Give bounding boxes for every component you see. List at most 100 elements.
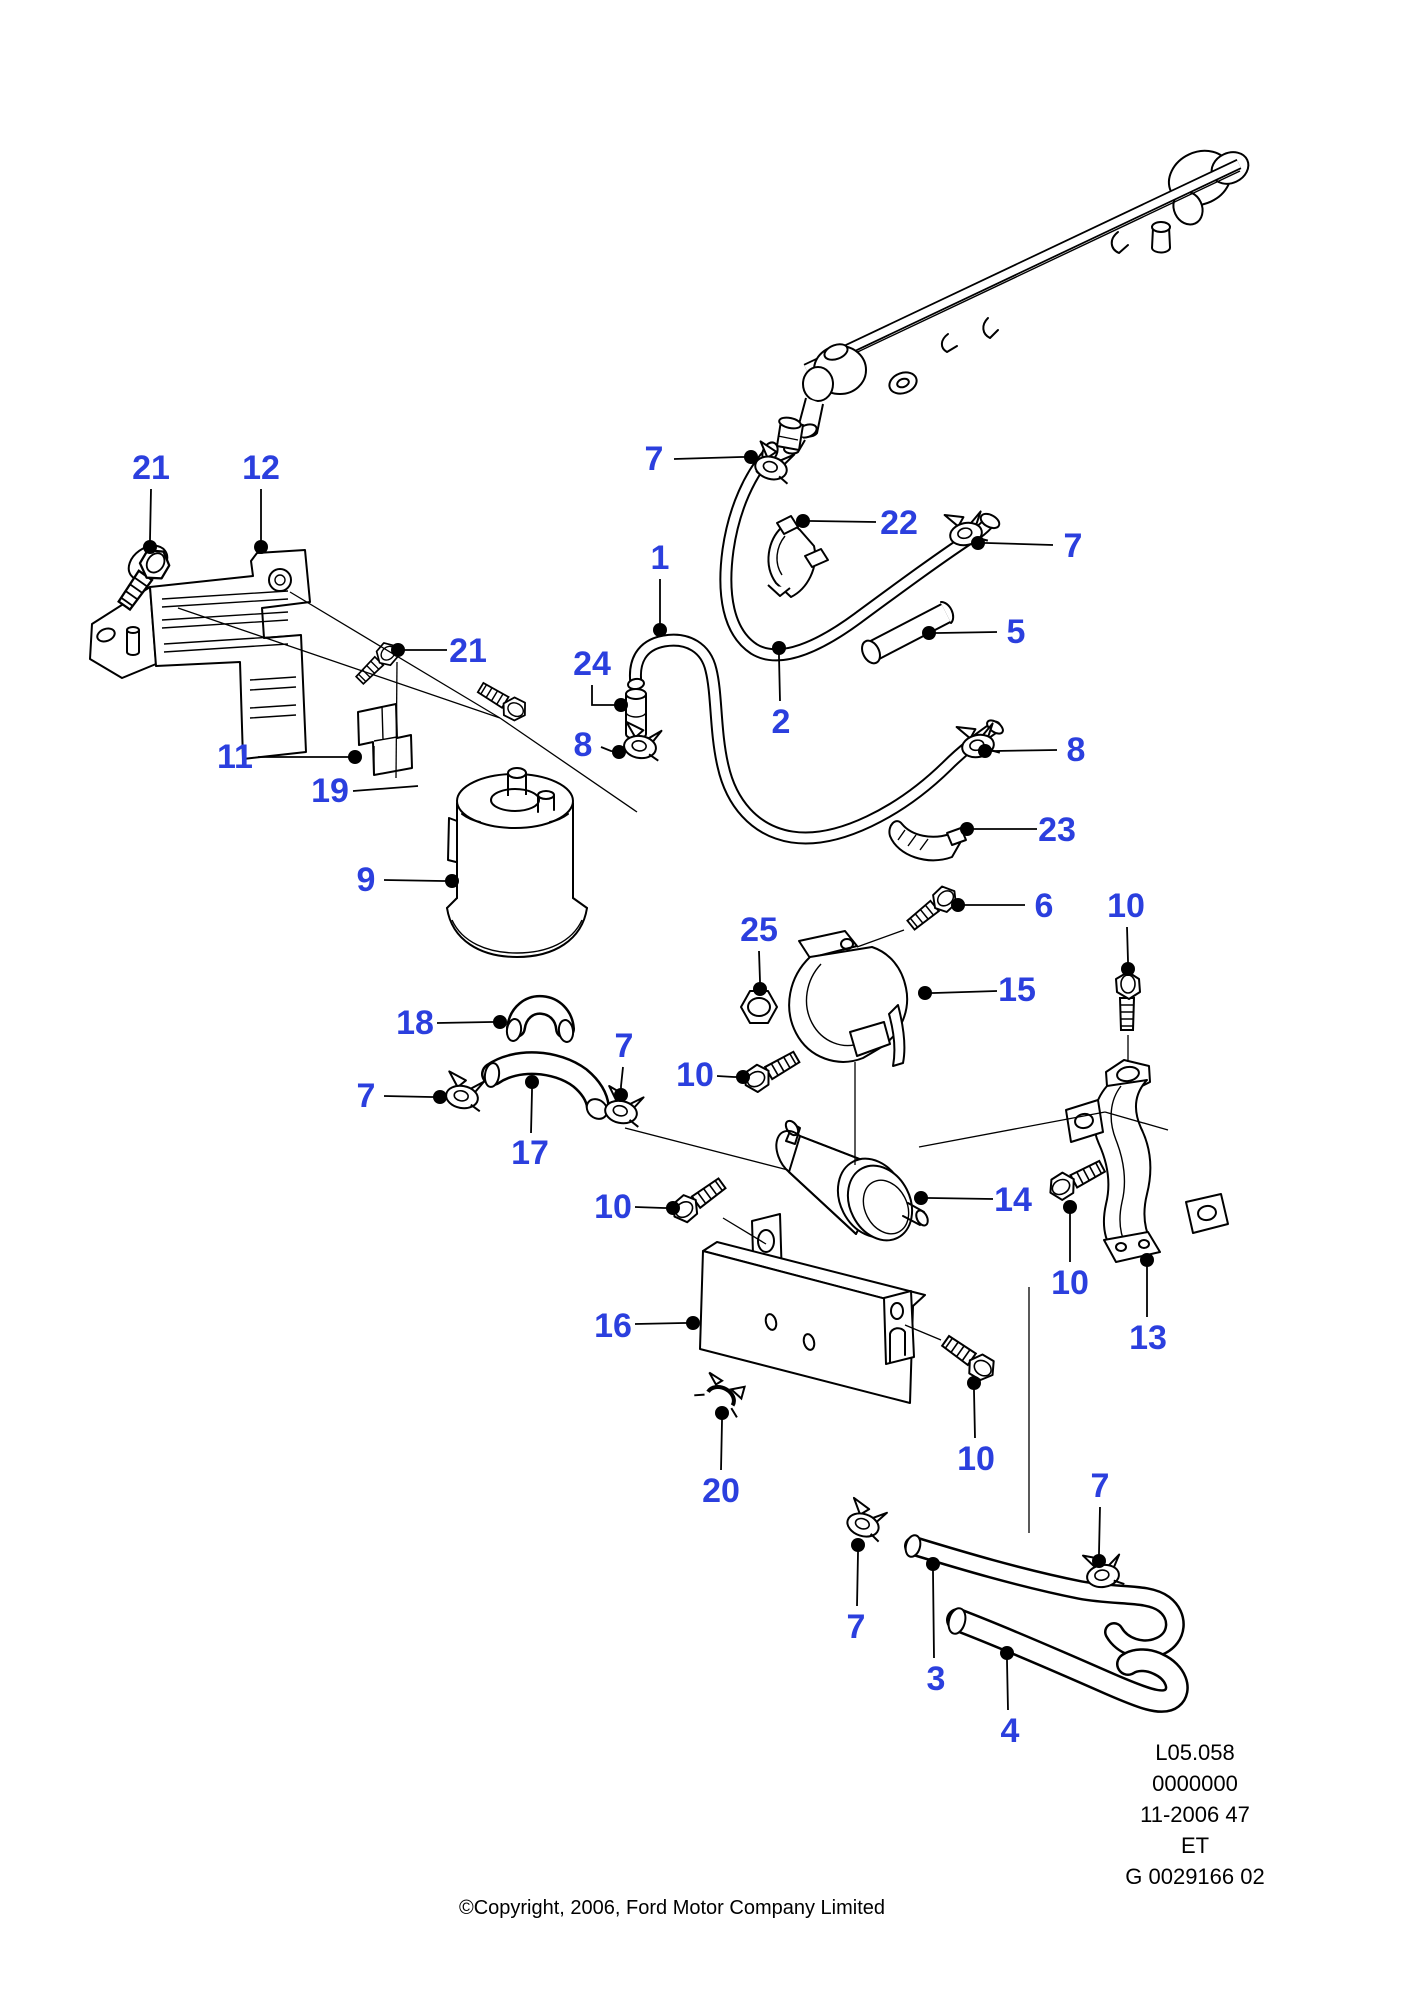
bolt-19-clip bbox=[473, 678, 532, 726]
construction-line-4 bbox=[624, 1127, 789, 1171]
leader-line-20-31 bbox=[720, 1413, 723, 1471]
bolt-10e bbox=[937, 1330, 1001, 1386]
leader-dot-6-16 bbox=[951, 898, 965, 912]
filter-side-bracket-13 bbox=[1065, 1059, 1229, 1263]
part-label-4-35[interactable]: 4 bbox=[1001, 1712, 1020, 1750]
part-label-15-19[interactable]: 15 bbox=[998, 971, 1036, 1009]
part-label-14-25[interactable]: 14 bbox=[994, 1181, 1032, 1219]
part-label-17-24[interactable]: 17 bbox=[511, 1134, 549, 1172]
leader-dot-16-28 bbox=[686, 1316, 700, 1330]
part-label-10-17[interactable]: 10 bbox=[1107, 887, 1145, 925]
part-label-21-8[interactable]: 21 bbox=[449, 632, 487, 670]
leader-dot-10-30 bbox=[967, 1376, 981, 1390]
nut-25 bbox=[740, 990, 778, 1024]
fuel-feed-hose-1 bbox=[627, 633, 1004, 845]
leader-dot-4-35 bbox=[1000, 1646, 1014, 1660]
bolt-21a bbox=[112, 542, 176, 616]
part-label-13-29[interactable]: 13 bbox=[1129, 1319, 1167, 1357]
part-label-5-6[interactable]: 5 bbox=[1007, 613, 1026, 651]
part-label-25-18[interactable]: 25 bbox=[740, 911, 778, 949]
part-label-21-0[interactable]: 21 bbox=[132, 449, 170, 487]
leader-line-7-2 bbox=[673, 456, 751, 460]
construction-line-5 bbox=[856, 929, 905, 948]
part-label-7-23[interactable]: 7 bbox=[357, 1077, 376, 1115]
construction-line-0 bbox=[395, 661, 398, 779]
part-label-7-4[interactable]: 7 bbox=[1064, 527, 1083, 565]
part-label-16-28[interactable]: 16 bbox=[594, 1307, 632, 1345]
leader-line-7-23 bbox=[383, 1095, 440, 1098]
leader-dot-24-7 bbox=[614, 698, 628, 712]
construction-line-11 bbox=[904, 1324, 942, 1341]
leader-dot-10-27 bbox=[1063, 1200, 1077, 1214]
part-label-19-13[interactable]: 19 bbox=[311, 772, 349, 810]
leader-dot-7-32 bbox=[1092, 1554, 1106, 1568]
leader-dot-15-19 bbox=[918, 986, 932, 1000]
bolt-10b bbox=[666, 1171, 730, 1228]
part-label-11-12[interactable]: 11 bbox=[217, 738, 253, 776]
bolt-10a bbox=[1115, 971, 1141, 1031]
leader-line-19-13 bbox=[352, 785, 419, 792]
canister-clip-19 bbox=[357, 703, 413, 776]
construction-line-10 bbox=[722, 1217, 767, 1245]
construction-line-7 bbox=[918, 1111, 1106, 1148]
leader-dot-17-24 bbox=[525, 1075, 539, 1089]
leader-dot-21-0 bbox=[143, 540, 157, 554]
part-label-10-27[interactable]: 10 bbox=[1051, 1264, 1089, 1302]
doc-lang-code: ET bbox=[1181, 1833, 1209, 1858]
leader-line-7-33 bbox=[856, 1545, 859, 1607]
leader-dot-13-29 bbox=[1140, 1253, 1154, 1267]
leader-line-7-32 bbox=[1098, 1506, 1101, 1561]
part-label-1-5[interactable]: 1 bbox=[651, 539, 670, 577]
leader-dot-8-10 bbox=[612, 745, 626, 759]
leader-dot-25-18 bbox=[753, 982, 767, 996]
hose-clamp-7c bbox=[442, 1070, 487, 1113]
hose-segment-5 bbox=[861, 601, 955, 665]
filter-inlet-hose-17 bbox=[481, 1051, 610, 1120]
part-label-24-7[interactable]: 24 bbox=[573, 645, 611, 683]
part-label-2-9[interactable]: 2 bbox=[772, 703, 791, 741]
leader-line-14-25 bbox=[921, 1197, 994, 1200]
leader-line-2-9 bbox=[778, 648, 781, 702]
part-label-7-21[interactable]: 7 bbox=[615, 1027, 634, 1065]
mounting-bracket-12 bbox=[89, 549, 311, 760]
part-label-18-20[interactable]: 18 bbox=[396, 1004, 434, 1042]
part-label-22-3[interactable]: 22 bbox=[880, 504, 918, 542]
part-label-10-30[interactable]: 10 bbox=[957, 1440, 995, 1478]
leader-dot-22-3 bbox=[796, 514, 810, 528]
doc-code-block: L05.058 0000000 11-2006 47 ET G 0029166 … bbox=[1125, 1740, 1264, 1889]
part-label-7-2[interactable]: 7 bbox=[645, 440, 664, 478]
part-label-10-22[interactable]: 10 bbox=[676, 1056, 714, 1094]
injector-retainer-22 bbox=[767, 515, 829, 598]
leader-dot-9-15 bbox=[445, 874, 459, 888]
leader-dot-20-31 bbox=[715, 1406, 729, 1420]
leader-line-5-6 bbox=[929, 631, 998, 634]
part-label-8-10[interactable]: 8 bbox=[574, 726, 593, 764]
part-label-3-34[interactable]: 3 bbox=[927, 1660, 946, 1698]
fuel-rail bbox=[776, 149, 1250, 455]
leader-dot-1-5 bbox=[653, 623, 667, 637]
leader-dot-2-9 bbox=[772, 641, 786, 655]
part-label-12-1[interactable]: 12 bbox=[242, 449, 280, 487]
leader-dot-7-2 bbox=[744, 450, 758, 464]
fuel-hose-4 bbox=[946, 1607, 1189, 1713]
part-label-9-15[interactable]: 9 bbox=[357, 861, 376, 899]
copyright-line: ©Copyright, 2006, Ford Motor Company Lim… bbox=[459, 1897, 885, 1919]
fuel-hose-3 bbox=[904, 1534, 1185, 1660]
leader-dot-11-12 bbox=[348, 750, 362, 764]
leader-line-16-28 bbox=[634, 1322, 693, 1325]
part-label-6-16[interactable]: 6 bbox=[1035, 887, 1054, 925]
part-label-8-11[interactable]: 8 bbox=[1067, 731, 1086, 769]
leader-line-21-0 bbox=[149, 488, 152, 547]
part-label-7-32[interactable]: 7 bbox=[1091, 1467, 1110, 1505]
construction-line-1 bbox=[499, 717, 638, 813]
part-label-10-26[interactable]: 10 bbox=[594, 1188, 632, 1226]
part-label-7-33[interactable]: 7 bbox=[847, 1608, 866, 1646]
part-label-23-14[interactable]: 23 bbox=[1038, 811, 1076, 849]
leader-dot-14-25 bbox=[914, 1191, 928, 1205]
leader-line-18-20 bbox=[436, 1021, 500, 1024]
leader-dot-3-34 bbox=[926, 1557, 940, 1571]
leader-line-3-34 bbox=[932, 1564, 935, 1659]
part-label-20-31[interactable]: 20 bbox=[702, 1472, 740, 1510]
leader-dot-23-14 bbox=[960, 822, 974, 836]
